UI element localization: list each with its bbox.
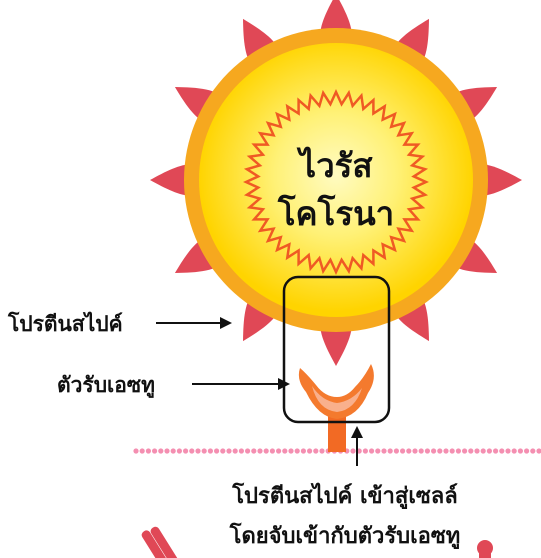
caption-arrow [351, 426, 363, 466]
ace2-receptor [299, 364, 374, 452]
antibody-right [477, 540, 493, 558]
antibody-left [140, 525, 180, 558]
ace2-receptor-label: ตัวรับเอซทู [57, 373, 155, 399]
spike-protein-label: โปรตีนสไปค์ [7, 311, 123, 336]
spike-protein-arrow [156, 317, 232, 329]
caption-line1: โปรตีนสไปค์ เข้าสู่เซลล์ [231, 482, 458, 510]
virus-title-line2: โคโรนา [277, 194, 394, 233]
caption-line2: โดยจับเข้ากับตัวรับเอซทู [229, 522, 461, 550]
virus-title-line1: ไวรัส [297, 146, 374, 185]
receptor-stem [328, 415, 346, 452]
ace2-receptor-arrow [192, 378, 290, 390]
